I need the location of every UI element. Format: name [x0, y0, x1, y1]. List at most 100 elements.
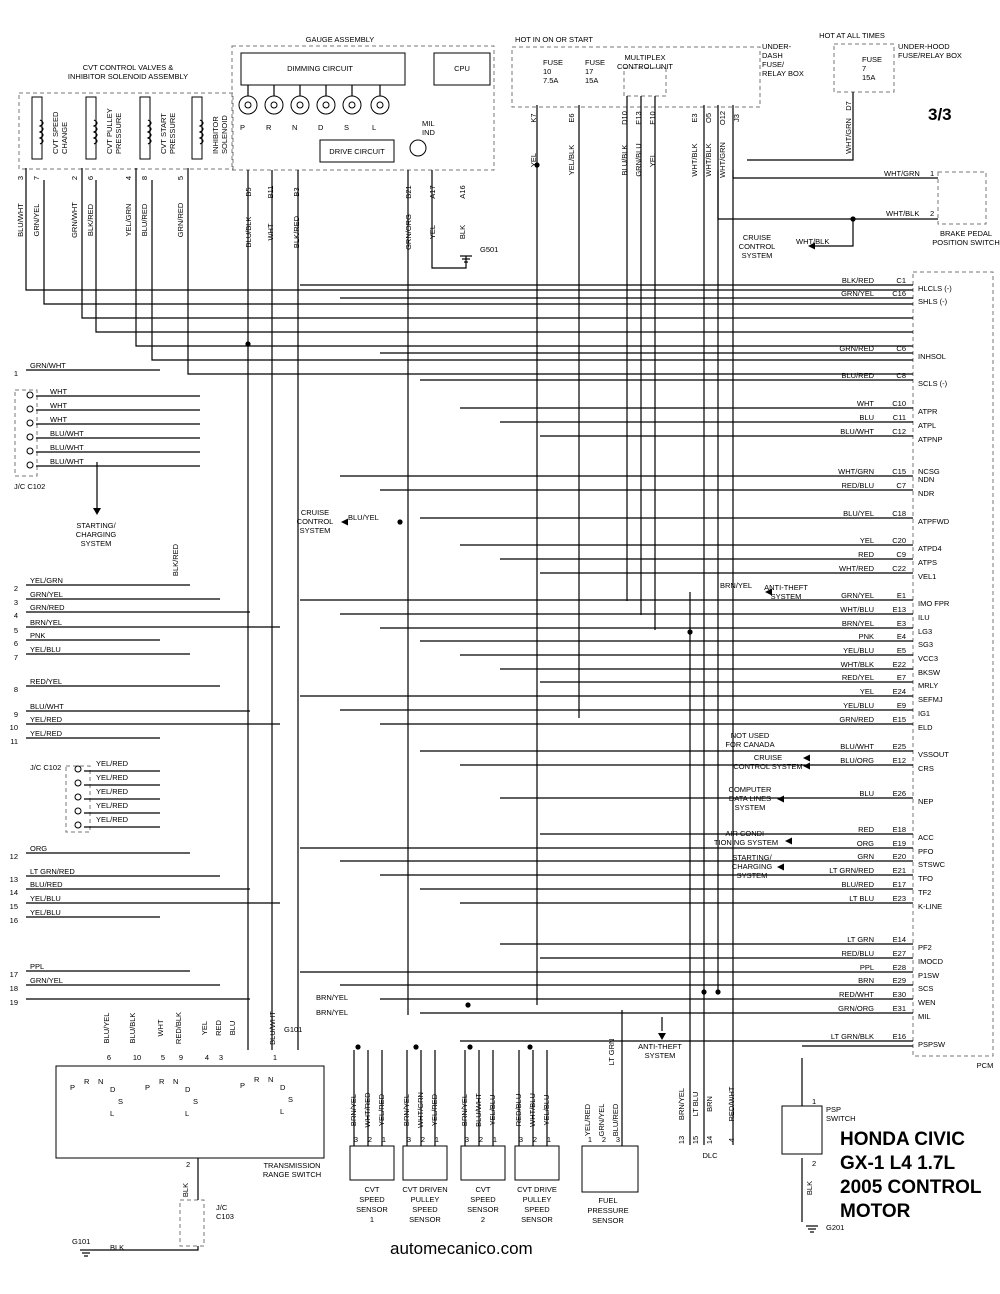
- sensor-label: SENSOR: [521, 1215, 553, 1224]
- pcm-pin: E24: [893, 687, 906, 696]
- sensor-pin: 2: [421, 1135, 425, 1144]
- solenoid-coil-icon: [38, 119, 44, 145]
- pcm-pin-name: SG3: [918, 640, 933, 649]
- sensor-label: SENSOR: [467, 1205, 499, 1214]
- splice-dot: [467, 1044, 473, 1050]
- g101-wire: BRN/YEL: [316, 1008, 348, 1017]
- hot-all-label: HOT AT ALL TIMES: [819, 31, 885, 40]
- splice-dot: [715, 989, 721, 995]
- valve-label: INHIBITOR: [211, 116, 220, 154]
- gauge-letter: R: [266, 123, 272, 132]
- pcm-wire: LT GRN/BLK: [831, 1032, 874, 1041]
- mux-pin: O5: [704, 113, 713, 123]
- trs-letter: R: [159, 1077, 165, 1086]
- valve-pin: 7: [32, 176, 41, 180]
- pcm-pin: E20: [893, 852, 906, 861]
- connector-pin-icon: [74, 793, 82, 801]
- mux-pin: D10: [620, 111, 629, 125]
- pcm-wire: RED/YEL: [842, 673, 874, 682]
- arrow-left-icon: [341, 518, 348, 526]
- arrow-left-icon: [765, 588, 772, 596]
- valve-to-pcm-wire: [81, 168, 913, 319]
- mil-label: IND: [422, 128, 436, 137]
- trs-letter: L: [110, 1109, 114, 1118]
- g101-bottom-label: G101: [72, 1237, 90, 1246]
- indicator-lamp-icon: [348, 101, 356, 109]
- splice-dot: [850, 216, 856, 222]
- valve-pin: 4: [124, 176, 133, 180]
- trs-pin: 2: [186, 1160, 190, 1169]
- pcm-pin-name: VEL1: [918, 572, 936, 581]
- gauge-wire: YEL: [428, 225, 437, 239]
- left-wire-num: 2: [14, 584, 18, 593]
- valve-label: CVT SPEED: [51, 111, 60, 154]
- gauge-title: GAUGE ASSEMBLY: [306, 35, 375, 44]
- pcm-wire: BLU/RED: [841, 371, 874, 380]
- sensor-wire: WHT/BLU: [528, 1093, 537, 1127]
- pcm-pin: E17: [893, 880, 906, 889]
- anti-theft-bottom-label: SYSTEM: [645, 1051, 676, 1060]
- left-wire: GRN/RED: [30, 603, 65, 612]
- pcm-pin: C11: [893, 413, 906, 422]
- trs-letter: L: [280, 1107, 284, 1116]
- fuse-wire: YEL: [529, 153, 538, 167]
- pcm-pin-name: CRS: [918, 764, 934, 773]
- pcm-pin-name: VSSOUT: [918, 750, 949, 759]
- pcm-pin: C7: [896, 481, 906, 490]
- valve-to-pcm-wire: [187, 168, 913, 375]
- sensor-label: SPEED: [359, 1195, 385, 1204]
- left-wire-num: 9: [14, 710, 18, 719]
- pcm-wire: LT GRN: [847, 935, 874, 944]
- gauge-wire: WHT: [266, 223, 275, 240]
- connector-pin-icon: [26, 433, 34, 441]
- jc-c102-upper-label: J/C C102: [14, 482, 45, 491]
- trs-ground-wire: [92, 1246, 199, 1251]
- pcm-pin-name: NDN: [918, 475, 934, 484]
- multiplex-box: [623, 67, 667, 97]
- pcm-wire: GRN/YEL: [841, 289, 874, 298]
- dlc-wire: BRN/YEL: [677, 1088, 686, 1120]
- left-wire: GRN/YEL: [30, 590, 63, 599]
- wires: [25, 85, 938, 1257]
- pcm-wire: RED/WHT: [839, 990, 874, 999]
- dlc-pin: 4: [727, 1138, 736, 1142]
- splice-dot: [465, 1002, 471, 1008]
- underdash-label: DASH: [762, 51, 783, 60]
- trs-letter: P: [240, 1081, 245, 1090]
- splice-dot: [355, 1044, 361, 1050]
- pcm-wire: YEL: [860, 687, 874, 696]
- left-wire: YEL/BLU: [30, 908, 61, 917]
- jc-lower-wire: YEL/RED: [96, 801, 129, 810]
- g501-label: G501: [480, 245, 498, 254]
- cruise-control-label: CONTROL SYSTEM: [733, 762, 802, 771]
- pcm-wire: WHT: [857, 399, 874, 408]
- gauge-letter: N: [292, 123, 297, 132]
- connector-pin-icon: [74, 765, 82, 773]
- pcm-wire: YEL/BLU: [843, 701, 874, 710]
- pcm-wire: GRN/RED: [839, 715, 874, 724]
- sensor-label: CVT: [476, 1185, 491, 1194]
- pcm-pin: E18: [893, 825, 906, 834]
- jc-lower-wire: YEL/RED: [96, 773, 129, 782]
- trs-letter: D: [110, 1085, 116, 1094]
- brake-switch-box: [937, 171, 987, 225]
- dlc-wire: LT BLU: [691, 1092, 700, 1117]
- pcm-wire: BLU/WHT: [840, 742, 874, 751]
- multiplex-label: CONTROL UNIT: [617, 62, 673, 71]
- mux-wire: WHT/BLK: [690, 143, 699, 176]
- starting-charging-label: STARTING/: [76, 521, 116, 530]
- jc-c103-label: C103: [216, 1212, 234, 1221]
- brake-switch-label: BRAKE PEDAL: [940, 229, 992, 238]
- trs-label: RANGE SWITCH: [263, 1170, 321, 1179]
- dlc-pin: 13: [677, 1136, 686, 1144]
- gauge-pin: B5: [244, 187, 253, 196]
- connector-pin-icon: [74, 779, 82, 787]
- pcm-wire: BRN/YEL: [842, 619, 874, 628]
- solenoid-coil-icon: [198, 119, 204, 145]
- drive-circuit-box: [319, 139, 395, 163]
- pcm-wire: LT GRN/RED: [829, 866, 874, 875]
- sensor-pin: 3: [465, 1135, 469, 1144]
